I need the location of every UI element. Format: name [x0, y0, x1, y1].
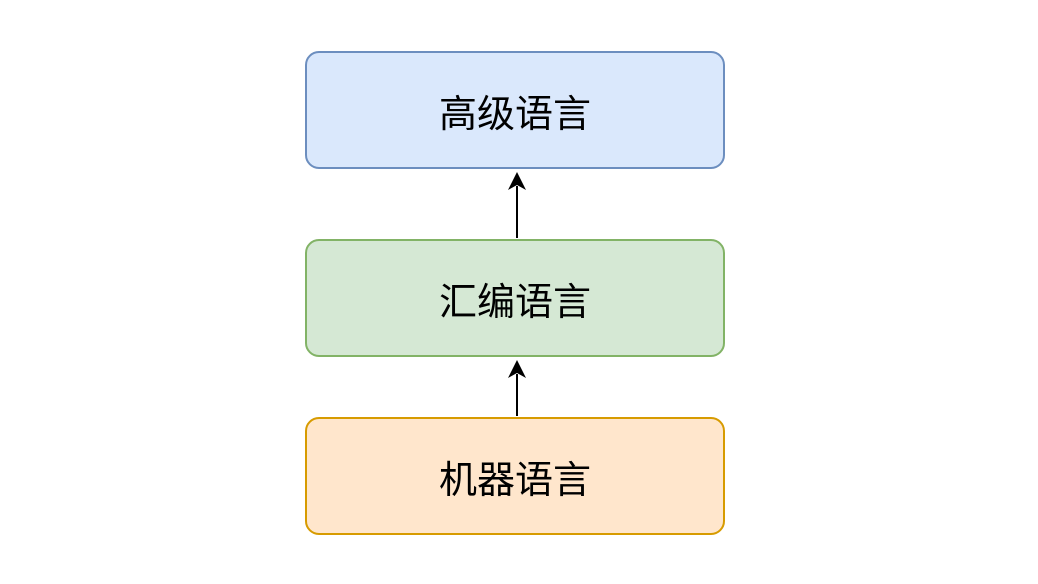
arrowhead [508, 360, 526, 378]
assembly-language-node: 汇编语言 [305, 239, 725, 357]
arrowhead [508, 172, 526, 190]
high-level-language-node: 高级语言 [305, 51, 725, 169]
machine-language-node: 机器语言 [305, 417, 725, 535]
arrow-machine-to-assembly [508, 360, 526, 416]
assembly-language-label: 汇编语言 [438, 279, 591, 324]
machine-language-label: 机器语言 [438, 457, 591, 502]
high-level-language-label: 高级语言 [438, 91, 591, 136]
arrow-assembly-to-high-level [508, 172, 526, 238]
